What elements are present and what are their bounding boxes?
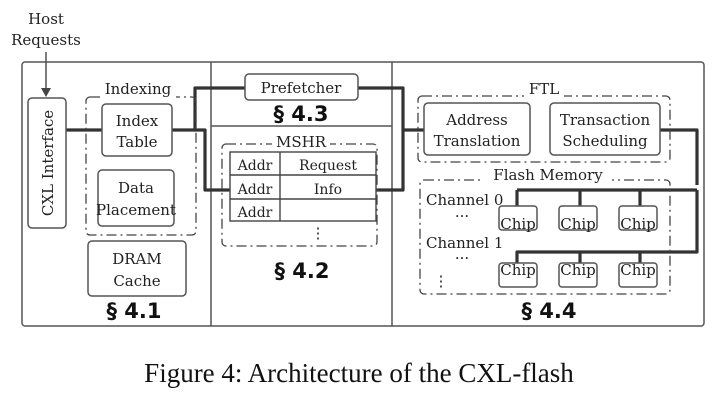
- section-4-3: § 4.3: [273, 102, 328, 126]
- channel1-hdots: ···: [455, 249, 469, 267]
- figure-caption: Figure 4: Architecture of the CXL-flash: [144, 358, 574, 388]
- host-requests-label-line1: Host: [28, 10, 64, 28]
- prefetcher-box: [244, 73, 359, 101]
- ftl-title: FTL: [529, 80, 559, 98]
- host-request-arrowhead: [41, 88, 51, 97]
- transaction-scheduling-label-line1: Transaction: [560, 111, 651, 129]
- chip-1-0: [498, 262, 538, 288]
- mshr-ellipsis: ⋮: [311, 224, 326, 242]
- data-placement-box: [97, 169, 175, 227]
- mshr-request-label: Request: [299, 158, 357, 174]
- chip-0-2: [618, 205, 658, 231]
- chip-0-1-label: Chip: [560, 215, 596, 233]
- chip-0-2-label: Chip: [620, 215, 656, 233]
- host-requests-label-line2: Requests: [11, 31, 81, 49]
- dram-cache-label-line1: DRAM: [112, 250, 162, 268]
- mshr-addr-2: Addr: [237, 182, 273, 198]
- channel0-label: Channel 0: [426, 191, 503, 209]
- wire-channel1-bus: [515, 190, 699, 263]
- chip-1-0-label: Chip: [500, 261, 536, 279]
- chip-1-2: [618, 262, 658, 288]
- chip-1-1-label: Chip: [560, 261, 596, 279]
- ftl-title-bg: [524, 80, 564, 97]
- chip-0-0-label: Chip: [500, 215, 536, 233]
- index-table-label-line1: Index: [116, 112, 159, 130]
- outer-frame: [21, 61, 705, 327]
- dram-cache-box: [87, 240, 187, 297]
- channel1-label: Channel 1: [426, 234, 503, 252]
- cxl-interface-box: [27, 97, 67, 229]
- data-placement-label-line1: Data: [118, 179, 154, 197]
- chip-1-1: [558, 262, 598, 288]
- channel0-hdots: ···: [455, 207, 469, 225]
- index-table-box: [101, 103, 173, 157]
- transaction-scheduling-label-line2: Scheduling: [562, 132, 648, 150]
- mshr-addr-1: Addr: [237, 158, 273, 174]
- chip-0-1: [558, 205, 598, 231]
- wire-index-to-prefetcher: [172, 86, 245, 132]
- mshr-group: [221, 143, 378, 247]
- section-4-1: § 4.1: [106, 299, 161, 323]
- indexing-title: Indexing: [105, 80, 172, 98]
- cxl-interface-label: CXL Interface: [39, 110, 57, 216]
- section-4-4: § 4.4: [521, 299, 576, 323]
- data-placement-label-line2: Placement: [96, 201, 176, 219]
- mshr-addr-3: Addr: [237, 205, 273, 221]
- dram-cache-label-line2: Cache: [113, 272, 160, 290]
- mshr-title: MSHR: [276, 133, 327, 151]
- transaction-scheduling-box: [549, 102, 661, 156]
- index-table-label-line2: Table: [116, 133, 157, 151]
- address-translation-label-line2: Translation: [434, 132, 521, 150]
- indexing-group: [85, 96, 197, 236]
- wire-ftl-out: [660, 128, 699, 185]
- address-translation-label-line1: Address: [445, 111, 507, 129]
- wire-prefetcher-to-ftl: [358, 86, 424, 132]
- prefetcher-label: Prefetcher: [261, 79, 343, 97]
- flash-title-bg: [484, 166, 612, 183]
- address-translation-box: [423, 102, 531, 156]
- chip-1-2-label: Chip: [620, 261, 656, 279]
- mshr-table: [229, 151, 377, 222]
- wire-index-to-mshr: [195, 128, 230, 192]
- indexing-title-bg: [100, 80, 176, 98]
- mshr-title-bg: [272, 134, 330, 150]
- channel-vdots: ⋮: [434, 272, 449, 290]
- flash-memory-title: Flash Memory: [493, 166, 603, 184]
- section-4-2: § 4.2: [274, 259, 329, 283]
- wire-mshr-to-ftl: [376, 130, 405, 192]
- chip-0-0: [498, 205, 538, 231]
- mshr-info-label: Info: [314, 182, 342, 198]
